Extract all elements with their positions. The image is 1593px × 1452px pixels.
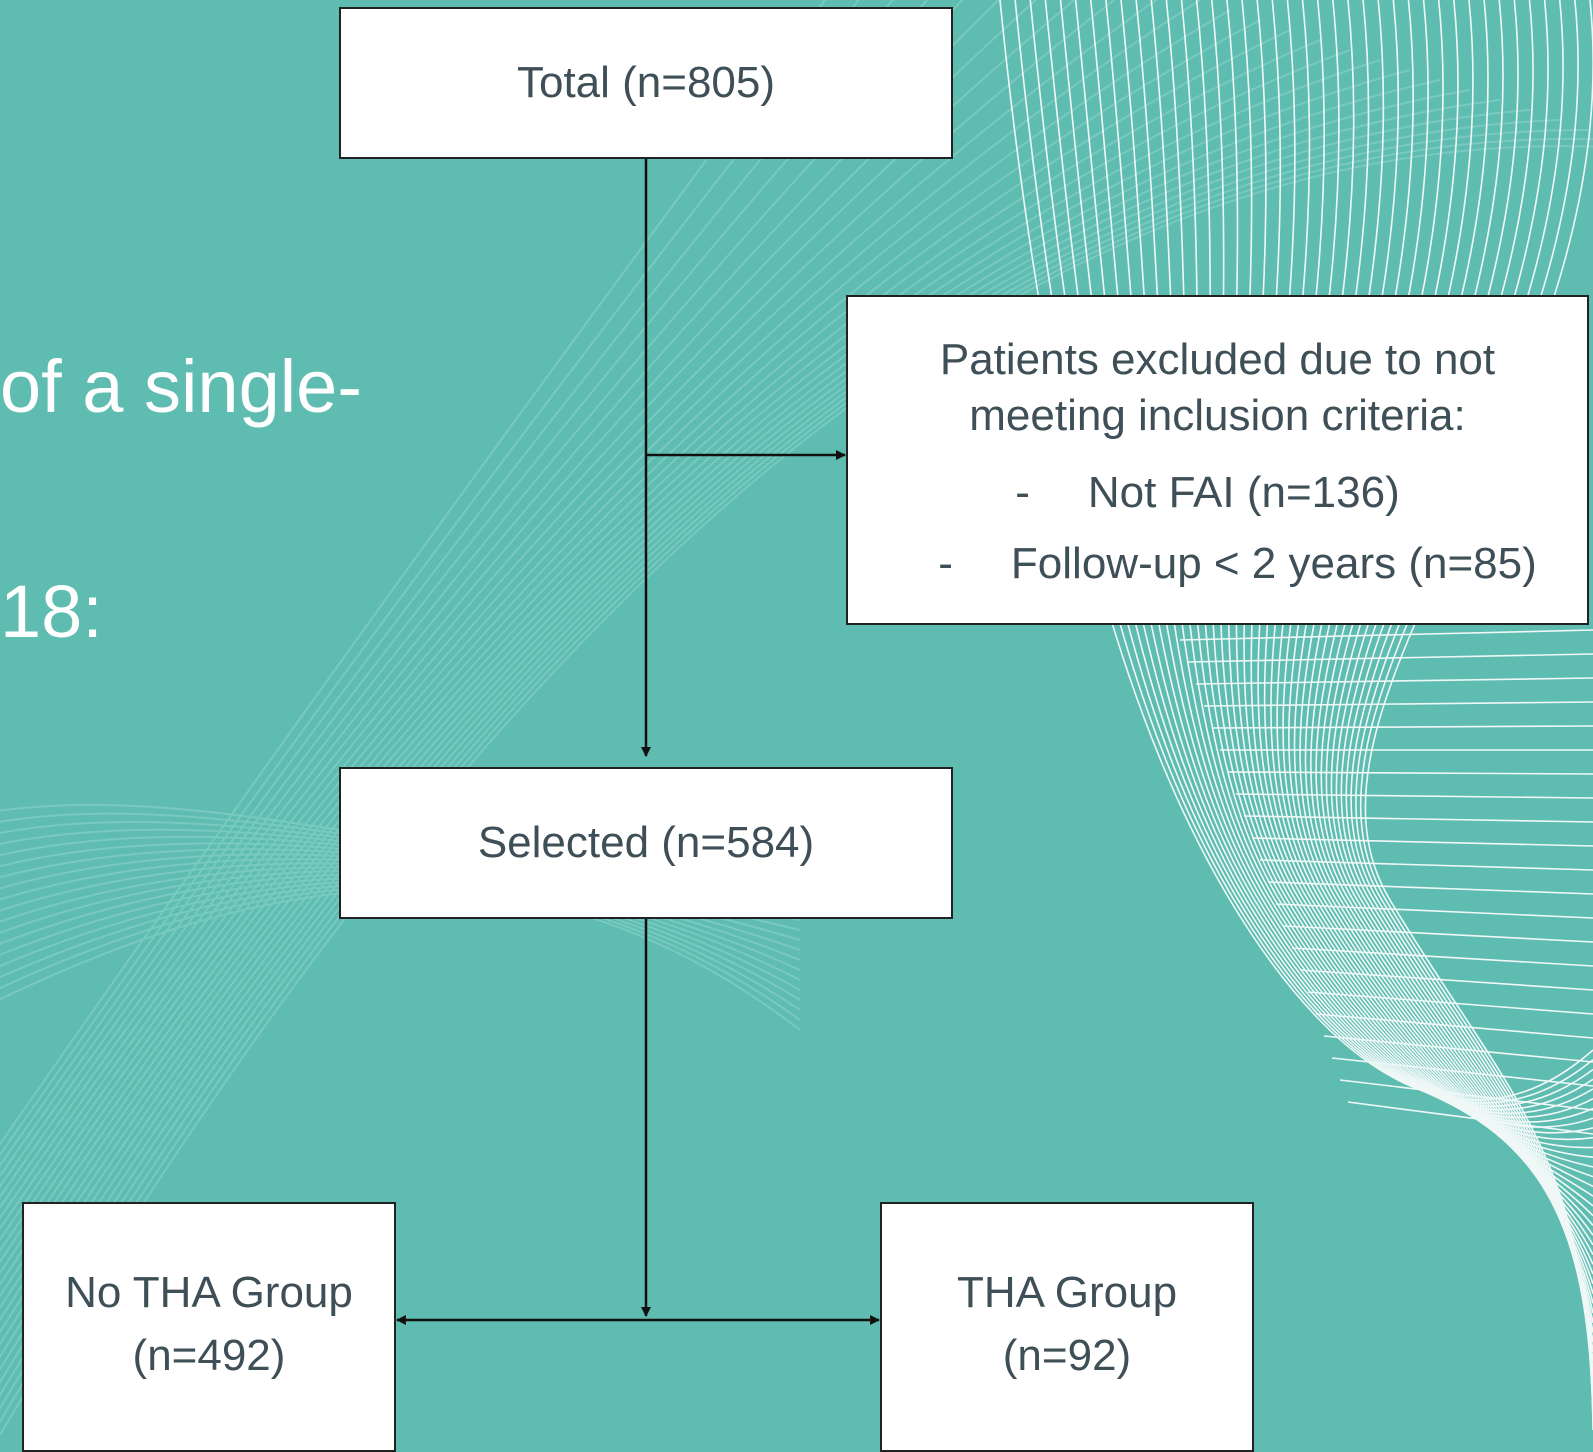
tha-group-count: (n=92) (1002, 1331, 1132, 1381)
decorative-arc (0, 79, 1441, 1346)
decorative-wave-line (1243, 815, 1593, 823)
decorative-arc (0, 19, 1261, 1275)
total-label: Total (n=805) (516, 58, 776, 108)
exclusion-item-not-fai: - Not FAI (n=136) (1015, 464, 1399, 521)
decorative-wave-line (1235, 793, 1593, 799)
selected-label: Selected (n=584) (477, 818, 815, 868)
decorative-arc (0, 9, 1231, 1264)
decorative-wave-line (1307, 991, 1593, 1015)
bullet-dash: - (938, 539, 953, 589)
background-text-fragment-2: 18: (0, 570, 103, 653)
decorative-wave-line (1299, 969, 1593, 991)
decorative-arc (0, 39, 1321, 1298)
tha-group-label: THA Group (956, 1268, 1178, 1317)
decorative-wave-line (1283, 925, 1593, 943)
decorative-arc (0, 89, 1471, 1359)
decorative-wave-line (1267, 881, 1593, 895)
decorative-wave-line (1227, 771, 1593, 775)
exclusion-item-text: Not FAI (n=136) (1087, 468, 1400, 518)
decorative-wave-line (1339, 1079, 1593, 1111)
decorative-arc (0, 109, 1531, 1384)
decorative-wave-line (1347, 1101, 1593, 1135)
decorative-arc (0, 69, 1411, 1334)
exclusion-item-follow-up: - Follow-up < 2 years (n=85) (938, 535, 1536, 592)
no-tha-group-box: No THA Group (n=492) (22, 1202, 396, 1452)
decorative-wave-line (1195, 677, 1593, 685)
exclusion-item-text: Follow-up < 2 years (n=85) (1010, 539, 1537, 589)
decorative-arc (0, 0, 1158, 1242)
decorative-wave-line (1259, 859, 1593, 871)
decorative-wave-line (1270, 0, 1593, 1255)
decorative-wave-line (1251, 837, 1593, 847)
decorative-wave-line (1211, 725, 1593, 729)
exclusion-heading-line-2: meeting inclusion criteria: (969, 390, 1466, 440)
decorative-wave-line (1331, 1057, 1593, 1087)
decorative-wave-line (1323, 1035, 1593, 1063)
decorative-wave-line (1203, 701, 1593, 707)
bullet-dash: - (1015, 468, 1030, 518)
decorative-wave-line (1315, 1013, 1593, 1039)
decorative-wave-line (1179, 629, 1593, 641)
exclusion-heading-line-1: Patients excluded due to not (939, 334, 1496, 384)
decorative-arc (0, 29, 1291, 1287)
decorative-arc (0, 59, 1381, 1322)
tha-group-box: THA Group (n=92) (880, 1202, 1254, 1452)
decorative-wave-line (1291, 947, 1593, 967)
decorative-arc (0, 0, 1201, 1253)
background-text-fragment-1: of a single- (0, 345, 362, 428)
decorative-arc (0, 119, 1561, 1398)
exclusion-box: Patients excluded due to not meeting inc… (846, 295, 1589, 625)
decorative-arc (0, 145, 1593, 1435)
decorative-wave-line (1275, 903, 1593, 919)
decorative-arc (0, 99, 1501, 1372)
decorative-wave-line (1187, 653, 1593, 663)
decorative-arc (0, 49, 1351, 1310)
decorative-arc (0, 137, 1593, 1424)
selected-box: Selected (n=584) (339, 767, 953, 919)
no-tha-group-label: No THA Group (65, 1268, 353, 1317)
no-tha-group-count: (n=492) (132, 1331, 286, 1381)
total-box: Total (n=805) (339, 7, 953, 159)
